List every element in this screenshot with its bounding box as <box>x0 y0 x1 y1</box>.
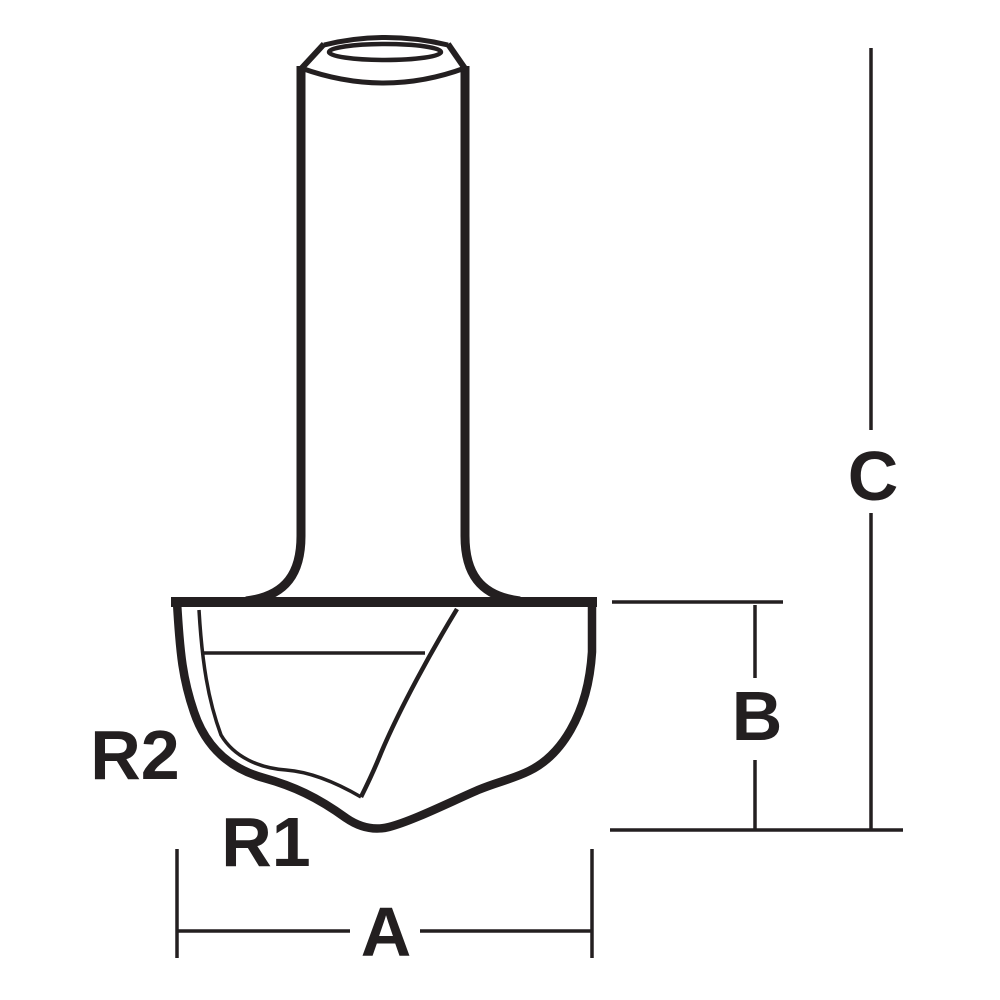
shank-top-chamfer-right <box>445 42 469 72</box>
cutter-inner-profile <box>197 609 362 799</box>
shank-right-side-with-fillet <box>460 66 521 606</box>
shank-chamfer-bottom-arc <box>300 65 466 86</box>
label-c: C <box>848 437 899 515</box>
shank-left-side-with-fillet <box>245 66 306 606</box>
cutter-outer-profile <box>172 601 597 833</box>
shank-top-chamfer-left <box>297 41 327 73</box>
dimension-c: C <box>848 48 899 830</box>
label-b: B <box>732 677 783 755</box>
dimension-b: B <box>610 600 903 832</box>
label-r2: R2 <box>90 716 179 794</box>
dimension-annotations: C B A R2 R1 <box>90 48 903 971</box>
label-r1: R1 <box>221 803 310 881</box>
router-bit-outline <box>171 35 597 833</box>
shank-bore-ellipse <box>326 41 444 63</box>
shank <box>245 35 521 606</box>
shank-top-rim-arc <box>323 35 449 48</box>
label-a: A <box>361 893 412 971</box>
flute-cutting-edge-curve <box>358 607 459 799</box>
dimension-a: A <box>175 849 594 971</box>
cutter-head <box>171 597 597 833</box>
